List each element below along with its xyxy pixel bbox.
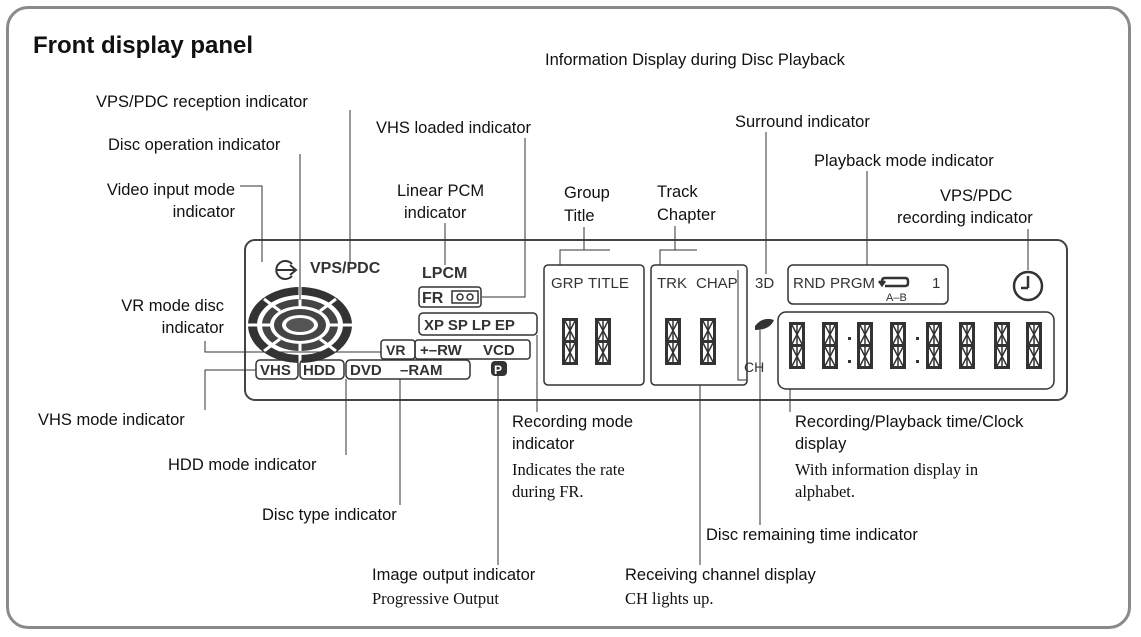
- digit-time-1: [788, 321, 806, 370]
- digit-time-8: [1025, 321, 1043, 370]
- p-text: P: [494, 363, 502, 377]
- colon-1: [848, 337, 851, 363]
- label-vps-pdc-reception: VPS/PDC reception indicator: [96, 93, 308, 111]
- digit-trk-2: [699, 317, 717, 366]
- label-receiving-channel: Receiving channel display: [625, 566, 816, 584]
- digit-time-2: [821, 321, 839, 370]
- figure-frame: [6, 6, 1131, 629]
- rnd-text: RND: [793, 275, 826, 292]
- digit-time-4: [889, 321, 907, 370]
- rw-text: +–RW: [420, 342, 463, 359]
- label-linear-pcm-1: Linear PCM: [397, 182, 485, 200]
- label-vhs-loaded: VHS loaded indicator: [376, 119, 532, 137]
- grp-title-box: [543, 264, 645, 386]
- digit-grp-1: [561, 317, 579, 366]
- disc-remaining-icon: [755, 318, 774, 330]
- dvd-ram-box: [345, 359, 471, 380]
- label-group: Group: [564, 184, 610, 202]
- digit-time-6: [958, 321, 976, 370]
- fr-text: FR: [422, 290, 444, 307]
- label-recording-mode-2: indicator: [512, 435, 575, 453]
- label-vr-mode-1: VR mode disc: [121, 297, 224, 315]
- label-video-input-1: Video input mode: [106, 181, 235, 199]
- label-title: Title: [564, 207, 595, 225]
- label-video-input-2: indicator: [172, 203, 235, 221]
- title-word-text: TITLE: [588, 275, 629, 292]
- grp-text: GRP: [551, 275, 584, 292]
- leader-lines: [204, 110, 1029, 565]
- label-image-output-note: Progressive Output: [372, 589, 499, 608]
- rec-modes-text: XP SP LP EP: [424, 317, 515, 334]
- hdd-text: HDD: [303, 362, 336, 379]
- clock-icon: [1012, 270, 1044, 302]
- time-display-box: [777, 311, 1055, 390]
- colon-2: [916, 337, 919, 363]
- three-d-text: 3D: [755, 275, 774, 292]
- p-badge: [491, 361, 507, 376]
- subtitle: Information Display during Disc Playback: [545, 51, 845, 69]
- label-vr-mode-2: indicator: [161, 319, 224, 337]
- label-vps-pdc-rec-2: recording indicator: [897, 209, 1033, 227]
- vr-text: VR: [386, 342, 405, 358]
- cassette-icon: [451, 290, 479, 304]
- disc-operation-graphic: [248, 286, 352, 364]
- label-disc-remaining: Disc remaining time indicator: [706, 526, 918, 544]
- label-vps-pdc-rec-1: VPS/PDC: [940, 187, 1013, 205]
- label-image-output: Image output indicator: [372, 566, 536, 584]
- label-track: Track: [657, 183, 698, 201]
- lpcm-text: LPCM: [422, 265, 467, 282]
- hdd-box: [299, 359, 345, 380]
- prgm-text: PRGM: [830, 275, 875, 292]
- rw-vcd-box: [414, 339, 531, 360]
- playback-mode-box: [787, 264, 949, 305]
- ram-text: –RAM: [400, 362, 443, 379]
- vps-pdc-text: VPS/PDC: [310, 260, 381, 277]
- repeat-icon: [878, 276, 910, 288]
- label-playback-mode: Playback mode indicator: [814, 152, 994, 170]
- label-vhs-mode: VHS mode indicator: [38, 411, 185, 429]
- repeat-one-text: 1: [932, 275, 940, 292]
- fr-box: [418, 286, 482, 308]
- label-rec-time-note-2: alphabet.: [795, 482, 856, 501]
- label-rec-time-note-1: With information display in: [795, 460, 979, 479]
- trk-text: TRK: [657, 275, 687, 292]
- trk-chap-box: [650, 264, 748, 386]
- rec-modes-box: [418, 312, 538, 336]
- label-surround: Surround indicator: [735, 113, 870, 131]
- label-recording-mode-note-2: during FR.: [512, 482, 584, 501]
- dvd-text: DVD: [350, 362, 382, 379]
- label-disc-operation: Disc operation indicator: [108, 136, 281, 154]
- vhs-text: VHS: [260, 362, 291, 379]
- panel-title: Front display panel: [33, 32, 254, 59]
- label-recording-mode-note-1: Indicates the rate: [512, 460, 625, 479]
- label-hdd-mode: HDD mode indicator: [168, 456, 317, 474]
- chap-text: CHAP: [696, 275, 738, 292]
- label-disc-type: Disc type indicator: [262, 506, 397, 524]
- digit-grp-2: [594, 317, 612, 366]
- digit-time-7: [993, 321, 1011, 370]
- a-b-text: A–B: [886, 292, 907, 304]
- label-receiving-channel-note: CH lights up.: [625, 589, 714, 608]
- label-recording-mode-1: Recording mode: [512, 413, 634, 431]
- label-rec-time-2: display: [795, 435, 847, 453]
- digit-trk-1: [664, 317, 682, 366]
- ch-text: CH: [744, 359, 764, 375]
- label-chapter: Chapter: [657, 206, 716, 224]
- digit-time-5: [925, 321, 943, 370]
- label-linear-pcm-2: indicator: [404, 204, 467, 222]
- video-input-icon: [275, 260, 298, 280]
- digit-time-3: [856, 321, 874, 370]
- vcd-text: VCD: [483, 342, 515, 359]
- display-panel: [244, 239, 1068, 401]
- label-rec-time-1: Recording/Playback time/Clock: [795, 413, 1024, 431]
